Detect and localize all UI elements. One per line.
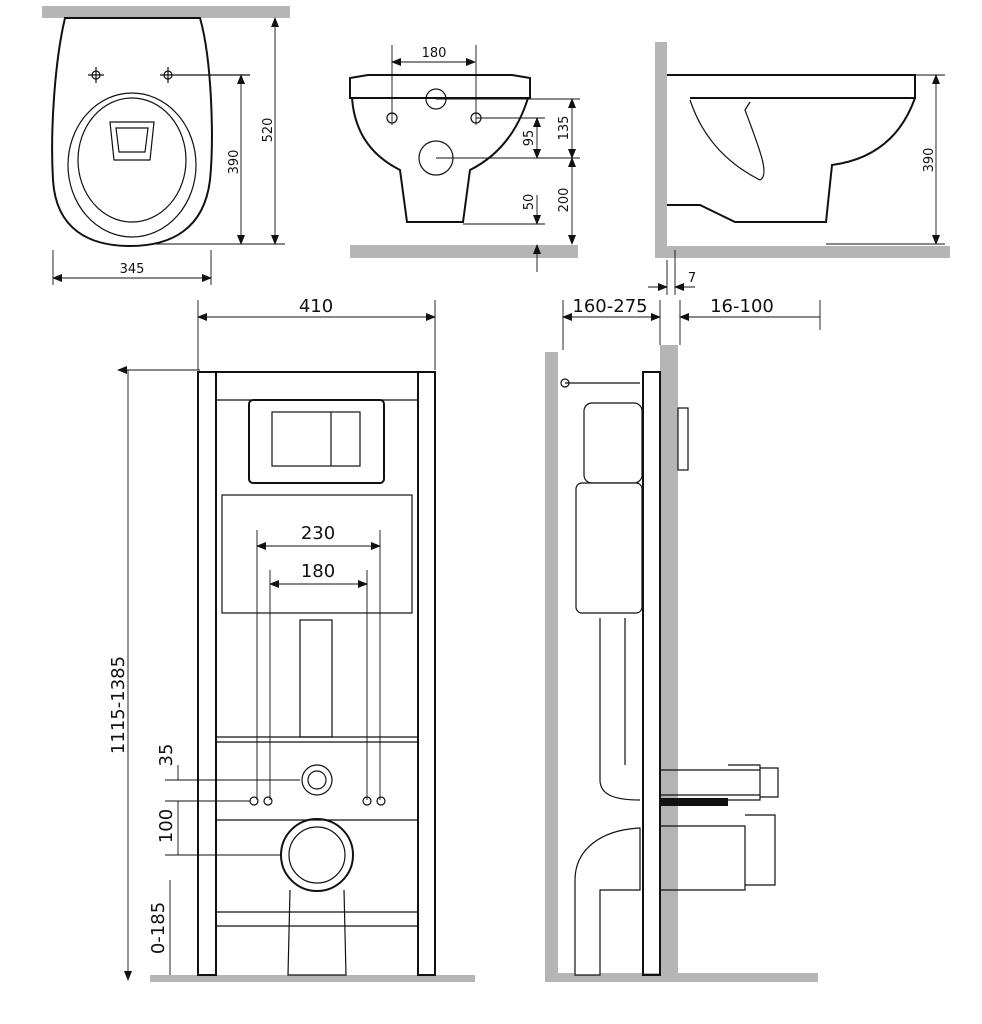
dim-1115-1385: 1115-1385 bbox=[108, 656, 129, 754]
dim-345: 345 bbox=[120, 262, 145, 277]
cistern-body bbox=[575, 482, 643, 614]
wall-bar bbox=[42, 6, 290, 18]
water-inlet bbox=[301, 764, 333, 796]
dim-180-bowl: 180 bbox=[422, 46, 447, 61]
flush-pipe bbox=[299, 619, 333, 738]
frame-front-view: 410 230 180 1115-1385 35 100 0-185 bbox=[108, 296, 475, 982]
frame-side-view: 160-275 16-100 bbox=[545, 296, 821, 982]
bowl-body bbox=[351, 97, 529, 223]
cistern-top bbox=[583, 402, 643, 484]
dim-160-275: 160-275 bbox=[572, 296, 647, 317]
dim-390-side: 390 bbox=[922, 148, 937, 173]
wall bbox=[655, 42, 667, 258]
bolt-marks bbox=[88, 67, 250, 83]
seat-inner bbox=[77, 97, 187, 223]
dim-200: 200 bbox=[557, 188, 572, 213]
dim-35: 35 bbox=[156, 744, 177, 767]
dim-100: 100 bbox=[156, 809, 177, 843]
seat-outline bbox=[51, 17, 213, 248]
bowl-outlet bbox=[109, 121, 155, 161]
flush-plate bbox=[248, 399, 385, 484]
side-view: 390 7 bbox=[648, 42, 950, 295]
dim-50: 50 bbox=[522, 194, 537, 211]
front-view: 180 135 95 200 50 bbox=[349, 45, 580, 272]
dim-230: 230 bbox=[301, 523, 335, 544]
dim-520: 520 bbox=[261, 118, 276, 143]
dim-135: 135 bbox=[557, 116, 572, 141]
waste-elbow bbox=[574, 827, 641, 976]
flush-buttons bbox=[271, 411, 361, 467]
rim bbox=[349, 74, 531, 99]
seat-ring bbox=[67, 92, 197, 238]
wall-panel bbox=[660, 345, 678, 975]
dim-7: 7 bbox=[688, 271, 696, 286]
top-view: 390 520 345 bbox=[42, 6, 290, 285]
dim-0-185: 0-185 bbox=[148, 902, 169, 954]
trap bbox=[689, 99, 765, 181]
cistern bbox=[221, 494, 413, 614]
dim-410: 410 bbox=[299, 296, 333, 317]
floor bbox=[655, 246, 950, 258]
bowl-side bbox=[667, 74, 916, 223]
floor-bar bbox=[350, 245, 578, 258]
dim-390: 390 bbox=[227, 150, 242, 175]
dim-16-100: 16-100 bbox=[710, 296, 774, 317]
dim-180-frame: 180 bbox=[301, 561, 335, 582]
dim-95: 95 bbox=[522, 130, 537, 147]
waste-outlet bbox=[280, 818, 354, 892]
